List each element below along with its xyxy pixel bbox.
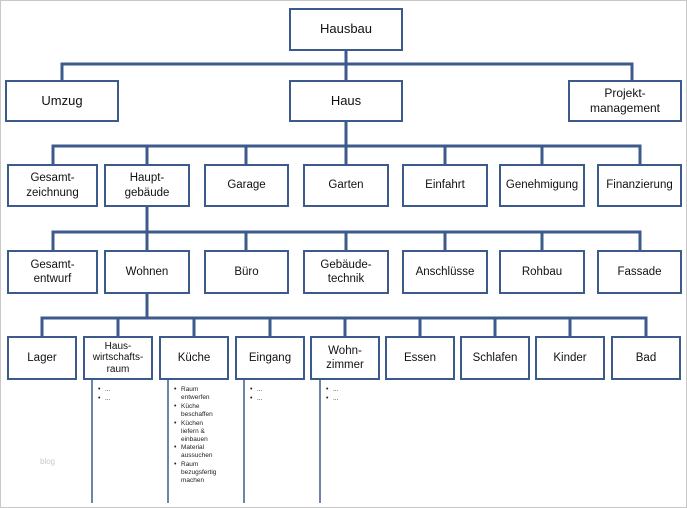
node-wohnzimmer: Wohn- zimmer	[310, 336, 380, 380]
node-label: Haus	[330, 92, 362, 108]
node-bad: Bad	[611, 336, 681, 380]
node-haus: Haus	[289, 80, 403, 122]
node-essen: Essen	[385, 336, 455, 380]
node-label: Lager	[27, 351, 57, 364]
node-label: Rohbau	[521, 265, 563, 278]
node-label: Gesamt- entwurf	[30, 258, 75, 285]
node-finanzierung: Finanzierung	[597, 164, 682, 207]
node-garten: Garten	[303, 164, 389, 207]
node-projektmanagement: Projekt- management	[568, 80, 682, 122]
node-schlafen: Schlafen	[460, 336, 530, 380]
node-label: Finanzierung	[606, 179, 673, 192]
note-item: Raum bezugsfertig machen	[174, 461, 243, 485]
node-label: Projekt- management	[589, 86, 661, 115]
node-hausbau: Hausbau	[289, 8, 403, 51]
note-item: ...	[250, 386, 317, 394]
node-fassade: Fassade	[597, 250, 682, 294]
notes-hauswirtschaftsraum: ... ...	[96, 386, 165, 404]
node-umzug: Umzug	[5, 80, 119, 122]
node-garage: Garage	[204, 164, 289, 207]
node-label: Hausbau	[319, 21, 373, 37]
node-label: Wohnen	[125, 265, 169, 278]
node-wohnen: Wohnen	[104, 250, 190, 294]
node-label: Schlafen	[472, 351, 518, 364]
node-label: Küche	[177, 351, 211, 364]
node-kinder: Kinder	[535, 336, 605, 380]
node-label: Essen	[404, 351, 436, 364]
note-item: Küchen liefern & einbauen	[174, 420, 243, 444]
notes-eingang: ... ...	[248, 386, 317, 404]
node-gesamtzeichnung: Gesamt- zeichnung	[7, 164, 98, 207]
node-label: Gesamt- zeichnung	[26, 172, 79, 199]
node-genehmigung: Genehmigung	[499, 164, 585, 207]
node-kueche: Küche	[159, 336, 229, 380]
node-label: Anschlüsse	[415, 265, 475, 278]
node-label: Gebäude- technik	[320, 258, 372, 285]
note-item: ...	[98, 386, 165, 394]
note-item: Material aussuchen	[174, 444, 243, 460]
node-label: Kinder	[553, 351, 587, 364]
node-label: Wohn- zimmer	[326, 344, 364, 371]
notes-wohnzimmer: ... ...	[324, 386, 393, 404]
note-item: ...	[98, 395, 165, 403]
node-label: Umzug	[41, 92, 83, 108]
note-item: ...	[326, 386, 393, 394]
node-label: Bad	[635, 351, 657, 364]
node-gebaeudetechnik: Gebäude- technik	[303, 250, 389, 294]
node-label: Eingang	[248, 351, 292, 364]
node-label: Fassade	[617, 265, 662, 278]
node-label: Haus- wirtschafts- raum	[92, 340, 144, 375]
node-gesamtentwurf: Gesamt- entwurf	[7, 250, 98, 294]
node-label: Büro	[234, 265, 259, 278]
node-label: Garage	[227, 179, 266, 192]
node-buero: Büro	[204, 250, 289, 294]
node-label: Haupt- gebäude	[124, 172, 170, 199]
node-label: Garten	[328, 179, 364, 192]
notes-kueche: Raum entwerfen Küche beschaffen Küchen l…	[172, 386, 243, 486]
node-label: Genehmigung	[505, 179, 579, 192]
watermark-text: blog	[40, 457, 56, 466]
node-eingang: Eingang	[235, 336, 305, 380]
note-item: Küche beschaffen	[174, 403, 243, 419]
note-item: Raum entwerfen	[174, 386, 243, 402]
node-einfahrt: Einfahrt	[402, 164, 488, 207]
note-item: ...	[250, 395, 317, 403]
node-hauptgebaeude: Haupt- gebäude	[104, 164, 190, 207]
note-item: ...	[326, 395, 393, 403]
node-label: Einfahrt	[425, 179, 465, 192]
node-hauswirtschaftsraum: Haus- wirtschafts- raum	[83, 336, 153, 380]
node-anschluesse: Anschlüsse	[402, 250, 488, 294]
node-lager: Lager	[7, 336, 77, 380]
node-rohbau: Rohbau	[499, 250, 585, 294]
